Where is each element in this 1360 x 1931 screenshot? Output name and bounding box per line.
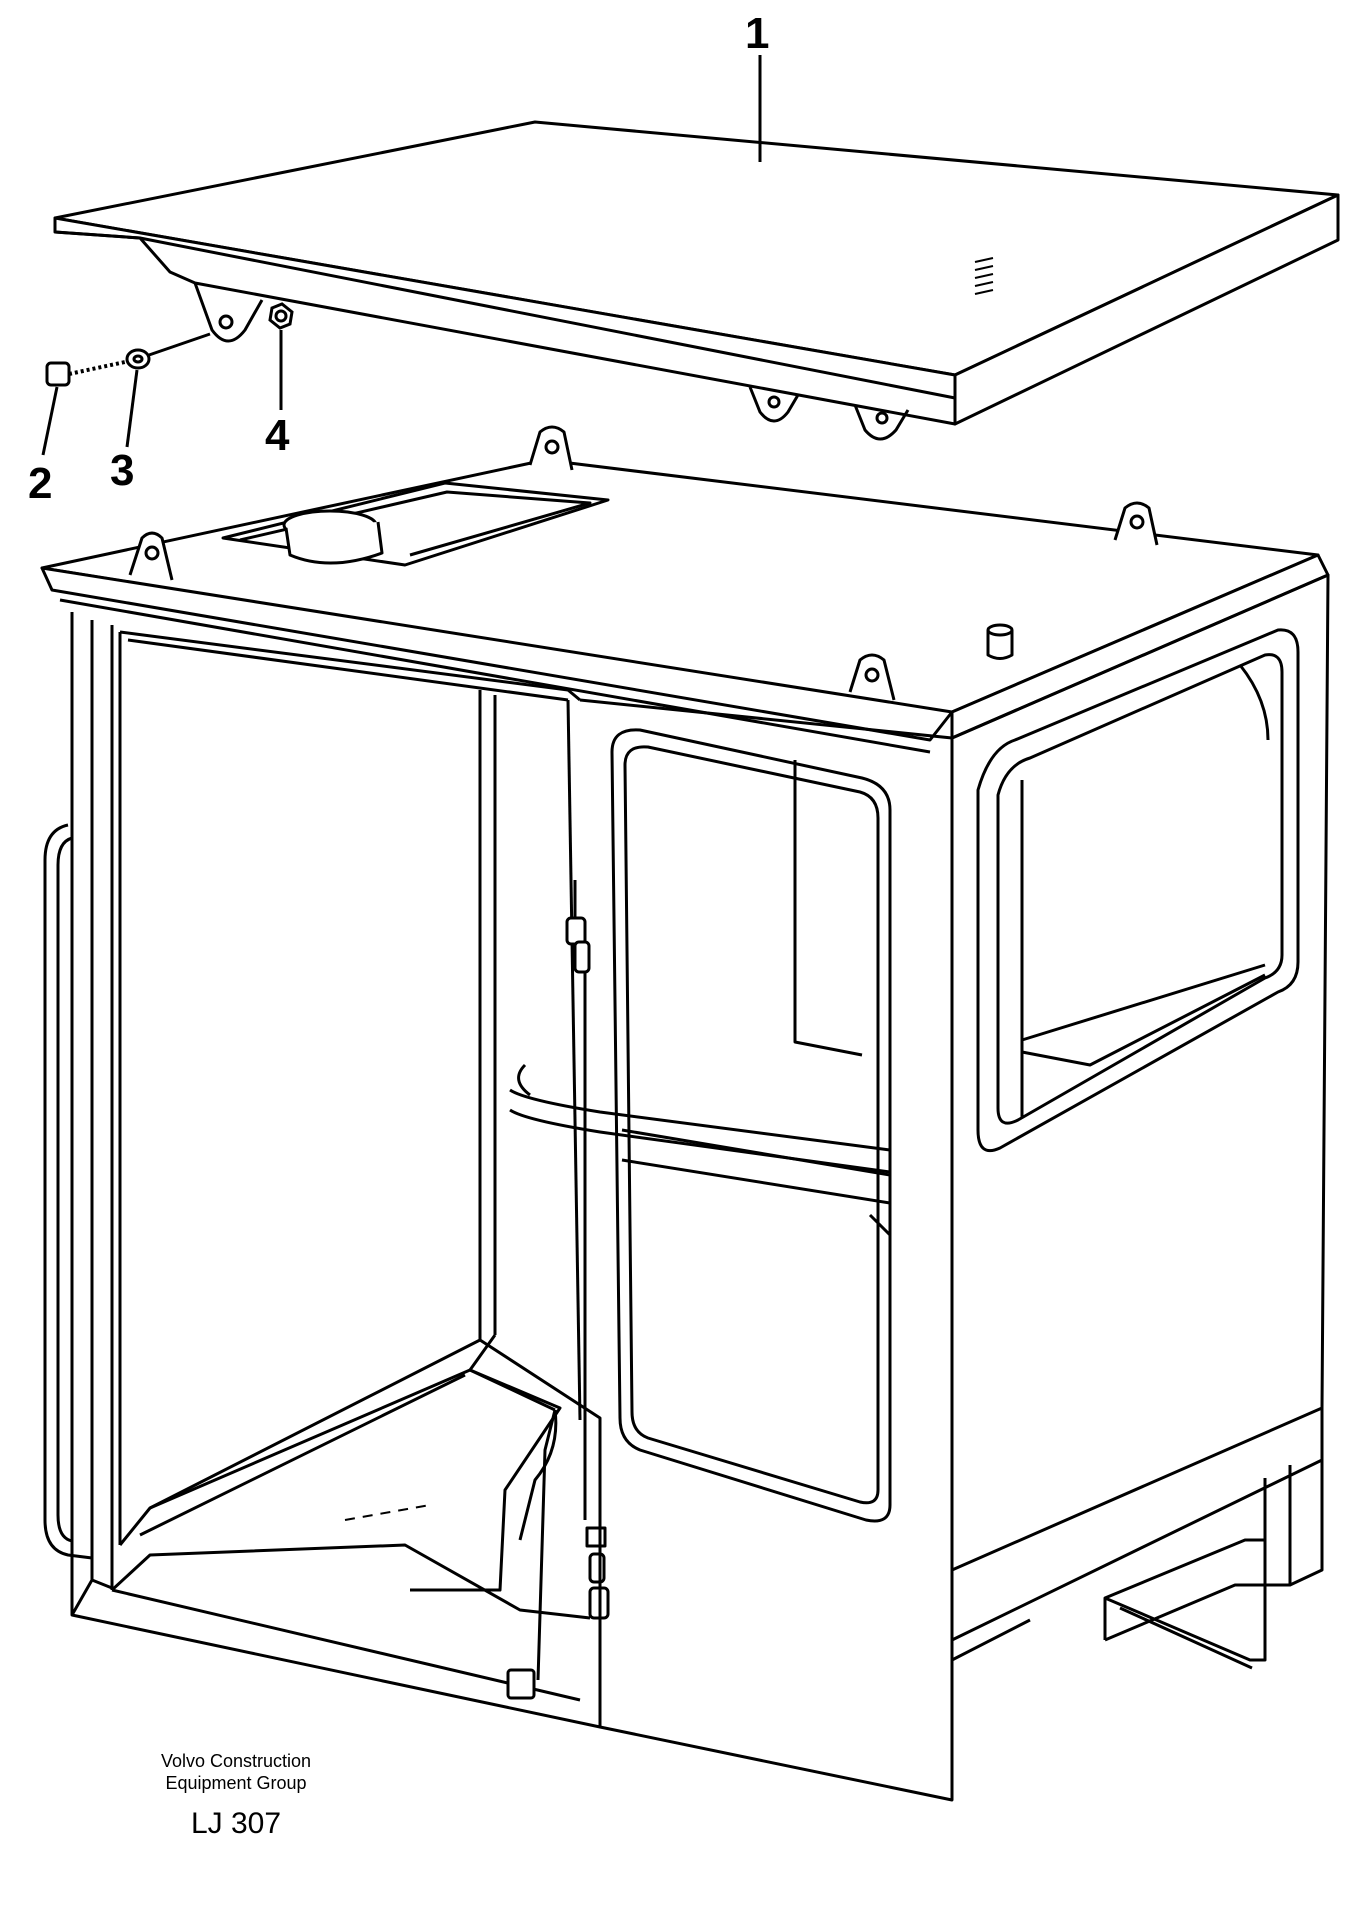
side-rear-window [976,628,1300,1153]
screw-part [45,360,126,387]
roof-marking [974,257,994,295]
drawing-code: LJ 307 [190,1807,282,1840]
company-name-line2: Equipment Group [165,1773,307,1793]
company-name-line1: Volvo Construction [160,1751,312,1771]
grab-handle [43,823,93,1560]
callout-3: 3 [110,446,134,495]
callout-2: 2 [28,459,52,508]
lifting-eyes [128,425,1159,701]
caption-block: Volvo Construction Equipment Group LJ 30… [96,1750,376,1844]
wiring-harness [506,880,610,1700]
nut-part [268,302,294,330]
cab-right-face [951,573,1330,1572]
front-frame [70,612,601,1729]
callout-4: 4 [265,411,290,460]
washer-part [125,332,211,370]
side-panel [579,698,954,1802]
leader-lines [41,55,762,456]
side-front-window [610,728,892,1523]
cab-body [40,425,1330,1802]
roof-panel [53,120,1340,441]
callout-1: 1 [745,9,769,58]
cab-floor [149,1368,562,1592]
fasteners [45,302,294,387]
